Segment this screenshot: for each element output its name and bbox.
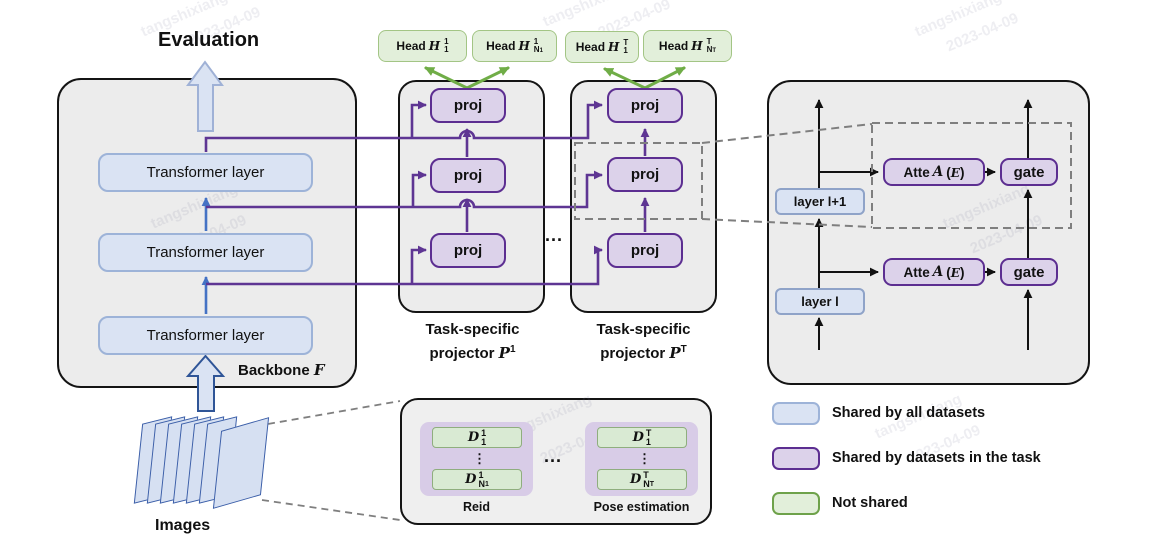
transformer-layer-1: Transformer layer — [98, 316, 313, 355]
evaluation-label: Evaluation — [158, 29, 260, 51]
dataset-vdots: ⋮ — [638, 451, 651, 466]
layer-l-box: layer l — [775, 288, 865, 315]
image-sheet-front — [212, 417, 270, 509]
reid-caption: Reid — [462, 500, 491, 514]
projector1-caption: Task-specific projector P1 — [425, 321, 520, 362]
legend-label-shared-task: Shared by datasets in the task — [832, 450, 1041, 466]
layer-l-plus-1-box: layer l+1 — [775, 188, 865, 215]
projectorT-caption: Task-specific projector PT — [596, 321, 691, 362]
legend-swatch-shared-task — [772, 447, 820, 470]
dataset-ellipsis: ... — [544, 446, 563, 466]
legend-swatch-not-shared — [772, 492, 820, 515]
proj-box: proj — [430, 233, 506, 268]
projector-ellipsis: ... — [545, 225, 564, 245]
gate-box: gate — [1000, 158, 1058, 186]
watermark-text: tangshixiang — [912, 0, 1005, 41]
pose-caption: Pose estimation — [593, 500, 690, 514]
watermark-text: tangshixiang — [540, 0, 633, 31]
proj-box: proj — [430, 158, 506, 193]
proj-box: proj — [607, 233, 683, 268]
watermark-date: 2023-04-09 — [943, 9, 1022, 56]
transformer-layer-2: Transformer layer — [98, 233, 313, 272]
transformer-layer-3: Transformer layer — [98, 153, 313, 192]
legend-swatch-shared-all — [772, 402, 820, 425]
images-label: Images — [155, 517, 211, 534]
proj-box: proj — [607, 88, 683, 123]
legend-label-shared-all: Shared by all datasets — [832, 405, 986, 421]
proj-box: proj — [430, 88, 506, 123]
gate-box: gate — [1000, 258, 1058, 286]
legend-label-not-shared: Not shared — [832, 495, 908, 511]
dataset-vdots: ⋮ — [473, 451, 486, 466]
proj-box: proj — [607, 157, 683, 192]
backbone-label: Backbone F — [238, 361, 325, 379]
gate-detail-panel — [767, 80, 1090, 385]
